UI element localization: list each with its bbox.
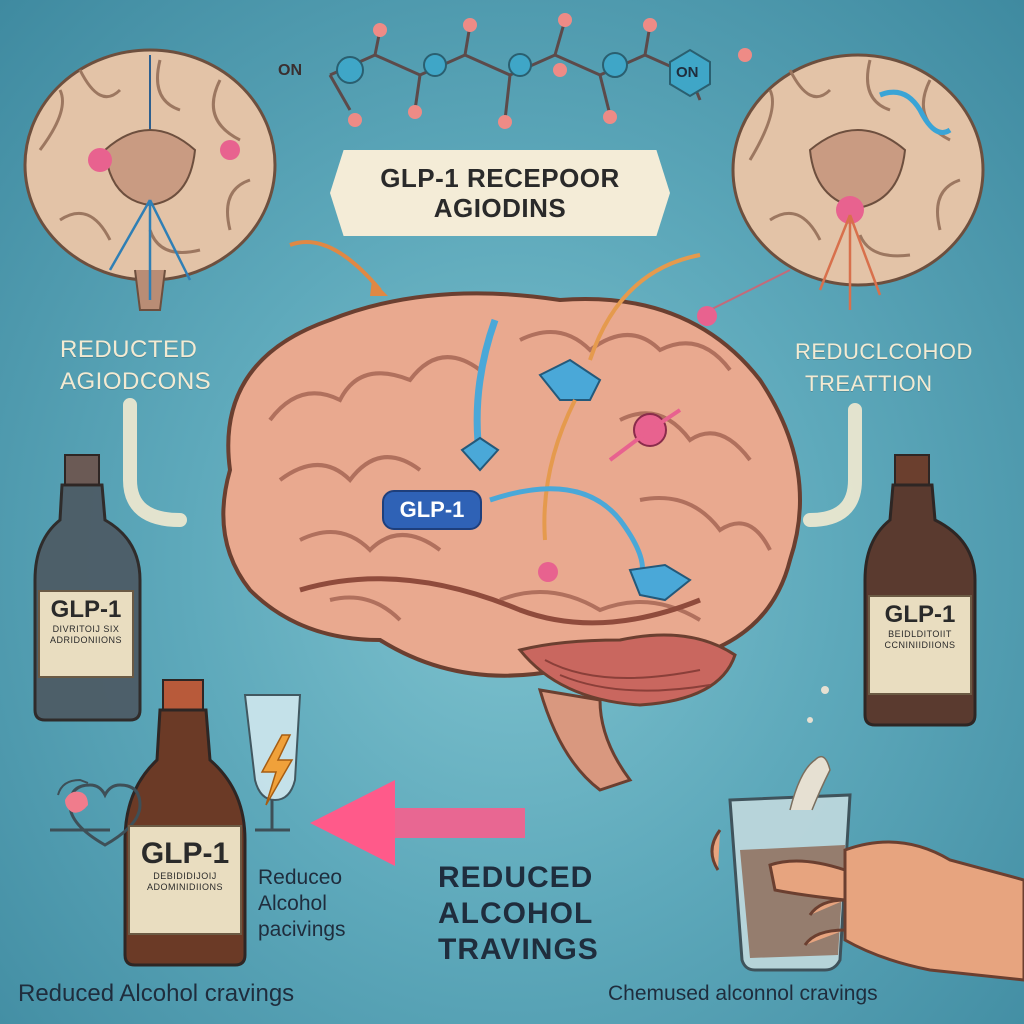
main-caption-line-1: REDUCED	[438, 861, 594, 894]
pink-arrow	[310, 780, 525, 866]
top-left-brain	[23, 48, 277, 311]
main-caption-line-2: ALCOHOL	[438, 897, 594, 930]
heart-icon	[50, 778, 142, 847]
main-caption: REDUCED ALCOHOL TRAVINGS	[438, 860, 599, 968]
bottle-right-sub2: CCNINIIDIIONS	[884, 640, 956, 650]
left-caption: REDUCTED AGIODCONS	[60, 334, 211, 398]
bottle-left	[33, 454, 142, 722]
main-caption-line-3: TRAVINGS	[438, 933, 599, 966]
bottle-left-sub2: ADRIDONIIONS	[49, 635, 122, 645]
bottle-right-sub1: BEIDLDITOIIT	[888, 629, 952, 639]
bottom-left-caption: Reduced Alcohol cravings	[18, 980, 295, 1007]
molecule-right-label: ON	[676, 64, 699, 81]
right-caption-line-1: REDUCLCOHOD	[795, 339, 973, 364]
small-caption-line-2: Alcohol	[258, 892, 327, 915]
right-caption: REDUCLCOHOD TREATTION	[795, 336, 973, 400]
small-caption-line-1: Reduceo	[258, 866, 343, 889]
left-caption-line-1: REDUCTED	[60, 336, 198, 363]
small-caption: Reduceo Alcohol pacivings	[258, 865, 346, 943]
bottle-right-title: GLP-1	[884, 601, 956, 628]
bottle-bottom-title: GLP-1	[140, 837, 230, 870]
small-caption-line-3: pacivings	[258, 918, 346, 941]
glass-icon	[243, 694, 302, 832]
banner-line-1: GLP-1 RECEPOOR	[380, 163, 620, 193]
molecule-left-label: ON	[278, 62, 302, 79]
hand-with-glass	[710, 686, 1024, 982]
bottle-bottom-sub1: DEBIDIDIJOIJ	[153, 871, 217, 881]
left-caption-line-2: AGIODCONS	[60, 368, 212, 395]
bottle-right-label: GLP-1 BEIDLDITOIIT CCNINIIDIIONS	[868, 595, 972, 695]
glp1-pill-label: GLP-1	[382, 490, 482, 530]
bottle-bottom-sub2: ADOMINIDIIONS	[146, 882, 223, 892]
bottle-left-label: GLP-1 DIVRITOIJ SIX ADRIDONIIONS	[38, 590, 134, 678]
bottle-left-sub1: DIVRITOIJ SIX	[52, 624, 120, 634]
central-brain	[221, 253, 802, 792]
right-caption-line-2: TREATTION	[805, 371, 933, 396]
banner-line-2: AGIODINS	[433, 193, 567, 223]
title-banner: GLP-1 RECEPOOR AGIODINS	[330, 150, 670, 236]
bottle-left-title: GLP-1	[50, 596, 122, 623]
bottle-bottom-label: GLP-1 DEBIDIDIJOIJ ADOMINIDIIONS	[128, 825, 242, 935]
top-right-brain	[697, 53, 985, 326]
bottom-right-caption: Chemused alconnol cravings	[608, 982, 878, 1005]
